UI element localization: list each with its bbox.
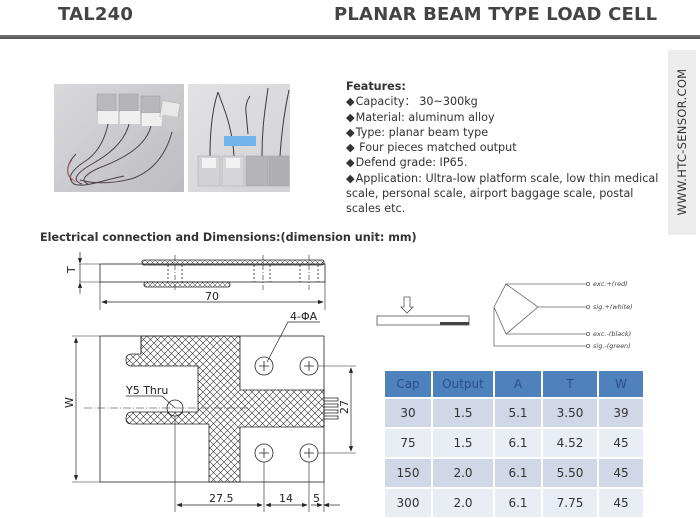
load-cells	[197, 155, 290, 187]
table-cell: 45	[599, 429, 643, 457]
wire-label: exc.-(black)	[593, 330, 631, 338]
feature-item: Defend grade: IP65.	[346, 155, 666, 170]
header-divider	[0, 35, 700, 39]
model-number: TAL240	[58, 4, 134, 25]
table-row: 30 1.5 5.1 3.50 39	[385, 399, 643, 427]
column-header: T	[543, 371, 597, 397]
column-header: A	[495, 371, 541, 397]
photo-illustration	[67, 93, 182, 186]
table-cell: 45	[599, 459, 643, 487]
width-label: W	[63, 397, 76, 408]
table-cell: 45	[599, 489, 643, 517]
table-cell: 1.5	[433, 399, 493, 427]
product-photo-cables	[54, 84, 184, 192]
table-cell: 2.0	[433, 489, 493, 517]
column-header: Cap	[385, 371, 431, 397]
feature-item: Application: Ultra-low platform scale, l…	[346, 171, 666, 217]
feature-item: Capacity： 30~300kg	[346, 94, 666, 109]
table-cell: 4.52	[543, 429, 597, 457]
column-header: W	[599, 371, 643, 397]
table-cell: 6.1	[495, 459, 541, 487]
lead-wires	[209, 87, 290, 157]
load-cell-group	[96, 93, 182, 132]
thickness-label: T	[65, 266, 78, 274]
wire-label: sig.+(white)	[593, 303, 633, 311]
dimension-27-5: 27.5	[209, 492, 234, 505]
dimension-14: 14	[279, 492, 293, 505]
load-direction-diagram	[376, 296, 470, 326]
top-view	[72, 321, 356, 512]
wire-label: exc.+(red)	[593, 280, 628, 288]
spec-table: Cap Output A T W 30 1.5 5.1 3.50 39 75 1…	[383, 369, 645, 519]
table-cell: 30	[385, 399, 431, 427]
table-cell: 6.1	[495, 429, 541, 457]
down-arrow-icon	[400, 296, 414, 314]
thru-hole-label: Υ5 Thru	[125, 384, 168, 397]
table-header-row: Cap Output A T W	[385, 371, 643, 397]
cable-bundle	[67, 123, 173, 186]
cable-leads	[324, 397, 339, 420]
wiring-diagram	[493, 281, 591, 348]
wire-label: sig.-(green)	[593, 342, 631, 350]
features-heading: Features:	[346, 80, 406, 93]
table-cell: 6.1	[495, 489, 541, 517]
table-cell: 1.5	[433, 429, 493, 457]
table-cell: 7.75	[543, 489, 597, 517]
table-cell: 150	[385, 459, 431, 487]
table-cell: 75	[385, 429, 431, 457]
product-photo-set	[188, 84, 290, 192]
table-row: 150 2.0 6.1 5.50 45	[385, 459, 643, 487]
table-row: 75 1.5 6.1 4.52 45	[385, 429, 643, 457]
table-cell: 300	[385, 489, 431, 517]
label-tag	[224, 136, 256, 146]
dimension-5: 5	[313, 492, 320, 505]
length-label: 70	[205, 290, 219, 303]
table-cell: 5.1	[495, 399, 541, 427]
table-cell: 2.0	[433, 459, 493, 487]
features-list: Features: Capacity： 30~300kg Material: a…	[346, 79, 666, 217]
table-cell: 39	[599, 399, 643, 427]
table-row: 300 2.0 6.1 7.75 45	[385, 489, 643, 517]
website-strip	[668, 50, 696, 235]
feature-item: Type: planar beam type	[346, 125, 666, 140]
column-header: Output	[433, 371, 493, 397]
page-title: PLANAR BEAM TYPE LOAD CELL	[334, 4, 658, 25]
table-cell: 5.50	[543, 459, 597, 487]
section-title: Electrical connection and Dimensions:(di…	[40, 231, 417, 244]
side-view	[77, 252, 326, 310]
feature-item: Material: aluminum alloy	[346, 110, 666, 125]
hole-label: 4-ΦA	[290, 310, 318, 323]
photo-illustration	[197, 87, 290, 187]
feature-item: Four pieces matched output	[346, 140, 666, 155]
spacing-label: 27	[338, 400, 351, 414]
table-cell: 3.50	[543, 399, 597, 427]
